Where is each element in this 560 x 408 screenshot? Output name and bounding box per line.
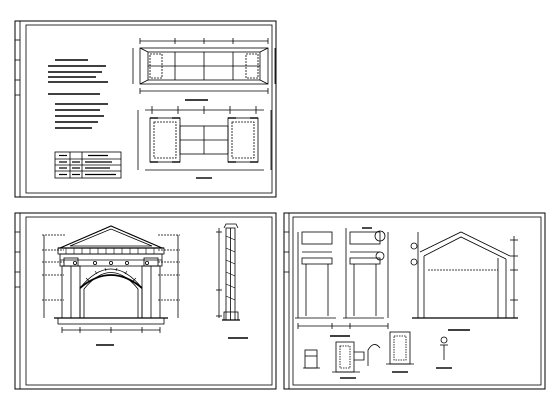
sheet-2-title-strip bbox=[15, 213, 21, 389]
wall-section bbox=[216, 223, 248, 339]
sheet-2 bbox=[14, 212, 277, 390]
sheet-1-title-strip bbox=[15, 21, 21, 197]
floor-plan bbox=[137, 106, 272, 179]
sheet-3 bbox=[283, 212, 546, 390]
sheet-1 bbox=[14, 20, 277, 198]
side-elevations bbox=[295, 227, 389, 319]
gable-elevation bbox=[410, 231, 518, 331]
front-elevation bbox=[42, 225, 180, 346]
material-table bbox=[54, 151, 122, 179]
roof-plan bbox=[132, 38, 276, 101]
detail-sections bbox=[303, 331, 452, 379]
notes-block bbox=[48, 59, 108, 129]
sheet-3-title-strip bbox=[284, 213, 290, 389]
dimension-chain bbox=[297, 323, 389, 337]
